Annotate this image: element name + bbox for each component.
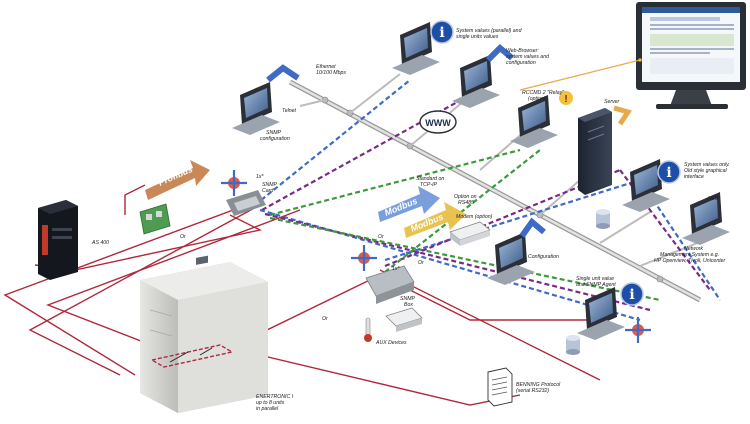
text-line: TCP-IP (420, 182, 438, 188)
label-single-unit-value: Single unit value and SNMP Agent (576, 276, 616, 288)
www-label: WWW (425, 118, 451, 128)
database-icon-2 (566, 335, 580, 355)
label-or: Or (378, 234, 384, 240)
label-rccmd: RCCMD 2 "Relay" (option) (522, 90, 565, 102)
aux-switch-device (385, 307, 423, 332)
profibus-board (139, 203, 171, 235)
text-line: Single unit value (576, 276, 614, 282)
text-line: system values and (506, 54, 550, 60)
thermometer-icon (364, 317, 372, 342)
label-benning-protocol: BENNING Protocol (serial RS232) (516, 382, 561, 394)
laptop-system-values (392, 22, 440, 75)
text-line: System values only. (684, 162, 730, 168)
web-browser-monitor (519, 2, 746, 109)
modem (449, 221, 491, 246)
server-tower (578, 105, 632, 195)
info-icon: i (620, 282, 644, 306)
label-nmf: NMF (708, 196, 720, 202)
label-or: Or (322, 316, 328, 322)
profibus-arrow: Profibus (145, 160, 210, 200)
label-ethernet: Ethernet 10/100 Mbps (316, 64, 346, 76)
database-icon (596, 209, 610, 229)
text-line: Network (684, 246, 703, 252)
text-line: System values (parallel) and (456, 28, 523, 34)
label-web-browser: Web-Browser: system values and configura… (506, 48, 550, 66)
text-line: Box (404, 302, 413, 308)
text-line: configuration (506, 60, 536, 66)
serial-lines (3, 184, 601, 406)
label-snmp-box: 1x* SNMP Box (392, 266, 416, 308)
text-line: 1x* (392, 266, 400, 272)
label-option-rs485: Option on RS485 (454, 194, 477, 206)
text-line: 1x* (256, 174, 264, 180)
text-line: Option on (454, 194, 477, 200)
label-snmp-configuration: SNMP configuration (260, 130, 290, 142)
laptop-telnet (232, 64, 300, 135)
info-icon: i (657, 160, 681, 184)
snmp-box (351, 245, 415, 304)
svg-text:i: i (439, 25, 444, 41)
text-line: Card (262, 188, 274, 194)
text-line: and SNMP Agent (576, 282, 616, 288)
text-line: ENERTRONIC I (256, 394, 294, 400)
text-line: Ethernet (316, 64, 336, 70)
text-line: interface (684, 174, 704, 180)
text-line: configuration (260, 136, 290, 142)
label-or: Or (418, 260, 424, 266)
label-snmp-card: 1x* SNMP Card (256, 174, 278, 194)
text-line: Web-Browser: (506, 48, 539, 54)
as400-server (38, 200, 78, 280)
text-line: 10/100 Mbps (316, 70, 346, 76)
label-system-values-only: System values only. Old style graphical … (684, 162, 730, 180)
label-configuration: Configuration (528, 254, 559, 260)
document-icon (487, 367, 513, 407)
move-arrows-icon-2 (625, 317, 651, 343)
relay-warning-icon: ! (559, 91, 573, 105)
text-line: in parallel (256, 406, 279, 412)
move-arrows-icon (221, 170, 247, 196)
svg-text:i: i (629, 287, 634, 303)
svg-text:!: ! (564, 94, 567, 105)
text-line: SNMP (262, 182, 278, 188)
laptop-snmp-agent (577, 287, 625, 340)
svg-text:i: i (666, 165, 671, 181)
label-server: Server (604, 99, 620, 105)
text-line: SNMP (266, 130, 282, 136)
enertronic-ups-cabinet (140, 255, 268, 413)
label-system-values-parallel: System values (parallel) and single unit… (456, 28, 523, 40)
laptop-configuration (487, 217, 546, 285)
text-line: Old style graphical (684, 168, 728, 174)
laptop-old-style (622, 159, 670, 212)
text-line: HP Openview, Tivoli, Unicenter (654, 258, 726, 264)
modbus-label-1: Modbus (383, 196, 419, 218)
label-network-management: Network Management System e.g. HP Openvi… (654, 246, 726, 264)
label-enertronic: ENERTRONIC I up to 8 units in parallel (256, 394, 294, 412)
text-line: SNMP (400, 296, 416, 302)
laptop-rccmd (510, 95, 558, 148)
label-or: Or (180, 234, 186, 240)
text-line: Management System e.g. (660, 252, 719, 258)
text-line: up to 8 units (256, 400, 285, 406)
text-line: single units values (456, 34, 499, 40)
label-modem: Modem (option) (456, 214, 493, 220)
laptop-web-browser (452, 43, 514, 108)
www-cloud-icon: WWW (419, 110, 457, 134)
label-standard-tcpip: Standard on TCP-IP (416, 176, 444, 188)
text-line: (serial RS232) (516, 388, 549, 394)
text-line: RCCMD 2 "Relay" (522, 90, 565, 96)
info-icon: i (430, 20, 454, 44)
laptop-nmf (682, 192, 730, 245)
ethernet-backbone (288, 73, 702, 303)
label-as400: AS 400 (91, 240, 109, 246)
text-line: BENNING Protocol (516, 382, 561, 388)
text-line: RS485 (458, 200, 474, 206)
snmp-card (226, 190, 266, 216)
label-telnet: Telnet (282, 108, 296, 114)
text-line: Standard on (416, 176, 444, 182)
text-line: (option) (528, 96, 546, 102)
label-aux-devices: AUX Devices (375, 340, 407, 346)
